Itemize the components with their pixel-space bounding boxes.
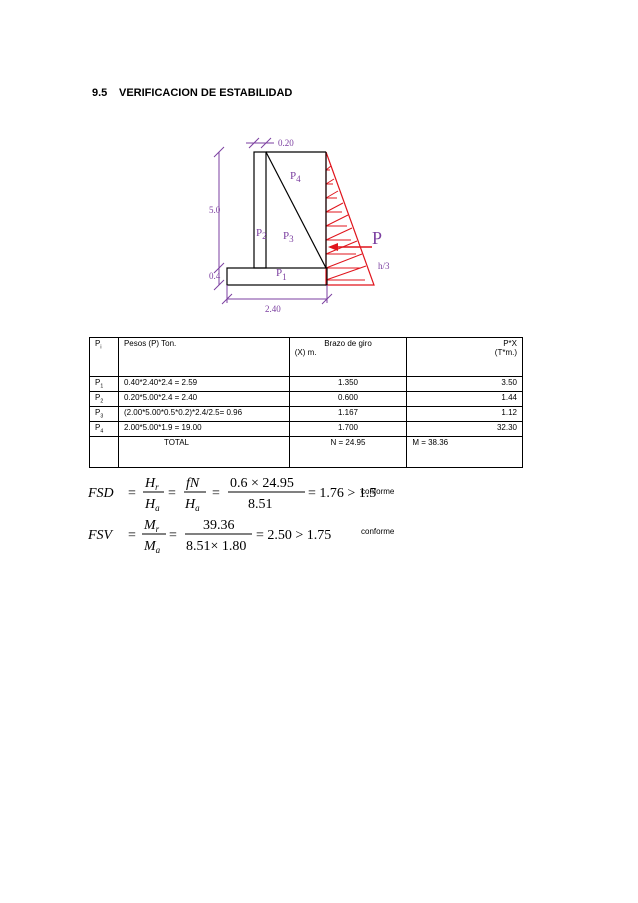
svg-text:fN: fN [186,476,200,491]
svg-text:8.51: 8.51 [248,497,273,512]
svg-text:Ma: Ma [143,539,161,555]
svg-text:=: = [128,528,136,543]
section-title: VERIFICACION DE ESTABILIDAD [119,87,293,99]
svg-text:39.36: 39.36 [203,518,235,533]
dim-base-width: 2.40 [265,304,281,314]
svg-text:=: = [128,486,136,501]
section-heading: 9.5 VERIFICACION DE ESTABILIDAD [92,87,292,99]
table-row: P4 2.00*5.00*1.9 = 19.00 1.700 32.30 [89,421,523,437]
label-p1: P1 [276,267,287,282]
fsd-status: conforme [361,487,395,496]
dimension-lines [213,137,333,305]
pressure-diagram [325,151,375,286]
table-row: P1 0.40*2.40*2.4 = 2.59 1.350 3.50 [89,376,523,392]
header-px: P*X(T*m.) [406,337,523,377]
total-n: N = 24.95 [288,436,408,468]
section-number: 9.5 [92,87,108,99]
table-total-row: TOTAL N = 24.95 M = 38.36 [89,436,523,468]
svg-text:= 1.76 > 1.5: = 1.76 > 1.5 [308,486,376,501]
svg-text:= 2.50 > 1.75: = 2.50 > 1.75 [256,528,331,543]
svg-text:0.6 × 24.95: 0.6 × 24.95 [230,476,294,491]
svg-text:FSV: FSV [88,528,114,543]
header-pi: Pi [89,337,119,377]
svg-text:=: = [169,528,177,543]
svg-text:Ha: Ha [144,497,160,513]
svg-text:=: = [212,486,220,501]
label-p2: P2 [256,227,267,241]
weights-table: Pi Pesos (P) Ton. Brazo de giro(X) m. P*… [89,337,523,468]
dim-height: 5.0 [209,205,221,215]
svg-text:Mr: Mr [143,518,160,534]
table-header-row: Pi Pesos (P) Ton. Brazo de giro(X) m. P*… [89,337,523,377]
svg-text:Hr: Hr [144,476,159,492]
header-brazo: Brazo de giro(X) m. [288,337,408,377]
dim-top-thickness: 0.20 [278,138,294,148]
label-h-third: h/3 [378,261,390,271]
dim-base-thickness: 0.4 [209,271,221,281]
total-m: M = 38.36 [406,436,523,468]
label-p3: P3 [283,230,294,244]
retaining-wall-diagram: 0.20 5.0 0.4 2.40 P4 P2 P3 P1 P h/3 [209,137,390,314]
wall-structure [226,151,328,286]
total-label: TOTAL [117,436,290,468]
header-pesos: Pesos (P) Ton. [117,337,290,377]
svg-text:Ha: Ha [184,497,200,513]
table-row: P3 (2.00*5.00*0.5*0.2)*2.4/2.5= 0.96 1.1… [89,406,523,422]
label-p4: P4 [290,170,301,184]
fsv-status: conforme [361,527,395,536]
svg-text:8.51× 1.80: 8.51× 1.80 [186,539,246,554]
label-force-p: P [372,228,382,248]
svg-text:=: = [168,486,176,501]
svg-text:FSD: FSD [88,486,114,501]
fsv-formula: FSV = Mr Ma = 39.36 8.51× 1.80 = 2.50 > … [88,518,331,555]
fsd-formula: FSD = Hr Ha = fN Ha = 0.6 × 24.95 8.51 =… [88,476,376,513]
table-row: P2 0.20*5.00*2.4 = 2.40 0.600 1.44 [89,391,523,407]
